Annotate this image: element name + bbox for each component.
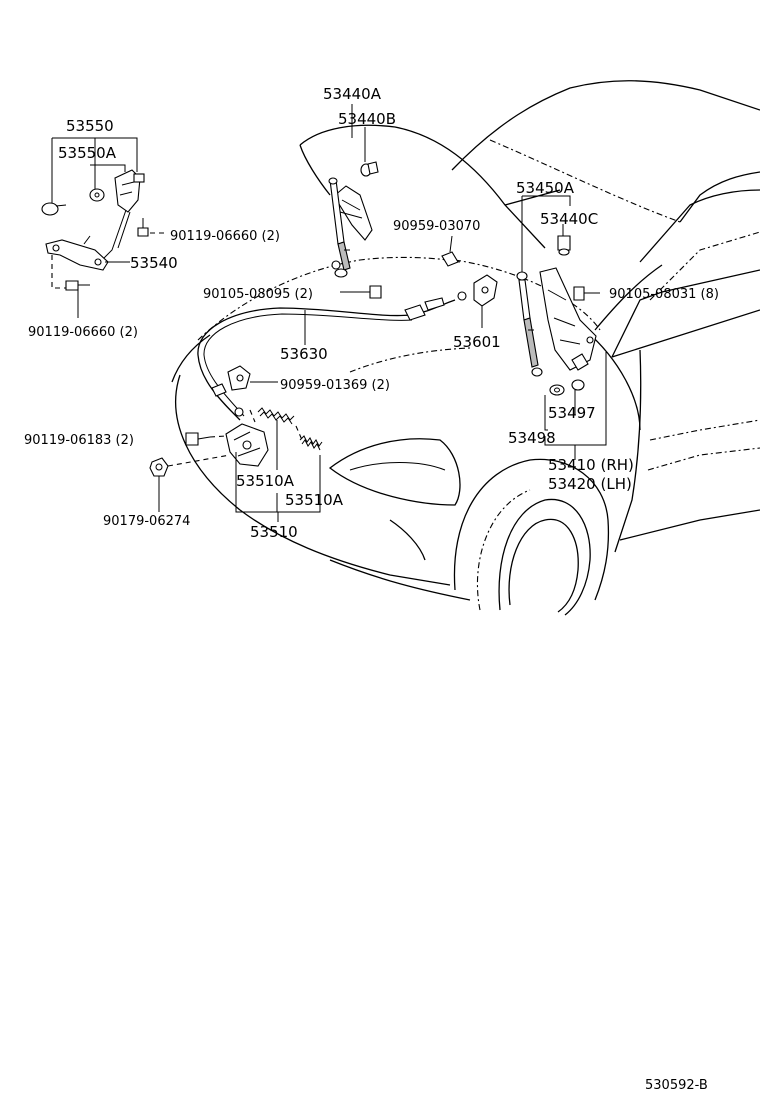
label-90959-01369: 90959-01369 (2) bbox=[280, 378, 390, 393]
nut-part bbox=[89, 188, 105, 202]
label-53510a-1: 53510A bbox=[236, 472, 295, 490]
cushion-part bbox=[571, 379, 585, 391]
lock-catch-part bbox=[473, 274, 498, 328]
bracket-part bbox=[227, 365, 278, 391]
bolt-part bbox=[340, 285, 382, 299]
figure-code: 530592-B bbox=[645, 1078, 708, 1093]
label-90105-08095: 90105-08095 (2) bbox=[203, 287, 313, 302]
label-90119-06183: 90119-06183 (2) bbox=[24, 433, 134, 448]
label-53497: 53497 bbox=[548, 404, 596, 422]
release-cable bbox=[197, 291, 467, 421]
label-53420: 53420 (LH) bbox=[548, 475, 632, 493]
hood-support-right bbox=[516, 195, 607, 460]
hood-lock-assembly bbox=[41, 137, 164, 318]
spring-part bbox=[299, 435, 323, 451]
nut-part bbox=[149, 457, 169, 477]
clip-part bbox=[441, 235, 459, 267]
label-90959-03070: 90959-03070 bbox=[393, 219, 480, 234]
label-53498: 53498 bbox=[508, 429, 556, 447]
label-53440a: 53440A bbox=[323, 85, 382, 103]
label-53440b: 53440B bbox=[338, 110, 396, 128]
latch-switch-part bbox=[99, 169, 145, 263]
label-53440c: 53440C bbox=[540, 210, 598, 228]
label-90119-06660-top: 90119-06660 (2) bbox=[170, 229, 280, 244]
bolt-part bbox=[573, 286, 600, 301]
label-53410: 53410 (RH) bbox=[548, 456, 634, 474]
label-53510a-2: 53510A bbox=[285, 491, 344, 509]
label-53630: 53630 bbox=[280, 345, 328, 363]
lock-bracket-part bbox=[45, 235, 109, 271]
hood-support-left bbox=[328, 104, 379, 278]
spring-part bbox=[257, 407, 295, 425]
bolt-part bbox=[557, 235, 571, 256]
bolt-part bbox=[360, 161, 379, 177]
hood-lock-part bbox=[225, 423, 269, 467]
cushion-part bbox=[549, 384, 565, 396]
label-90105-08031: 90105-08031 (8) bbox=[609, 287, 719, 302]
label-53450a: 53450A bbox=[516, 179, 575, 197]
label-53510: 53510 bbox=[250, 523, 298, 541]
label-53550a: 53550A bbox=[58, 144, 117, 162]
label-53550: 53550 bbox=[66, 117, 114, 135]
label-53601: 53601 bbox=[453, 333, 501, 351]
bolt-part bbox=[41, 202, 67, 216]
label-90179-06274: 90179-06274 bbox=[103, 514, 190, 529]
bolt-part bbox=[185, 432, 211, 446]
label-53540: 53540 bbox=[130, 254, 178, 272]
screw-part bbox=[137, 218, 149, 237]
label-90119-06660-left: 90119-06660 (2) bbox=[28, 325, 138, 340]
